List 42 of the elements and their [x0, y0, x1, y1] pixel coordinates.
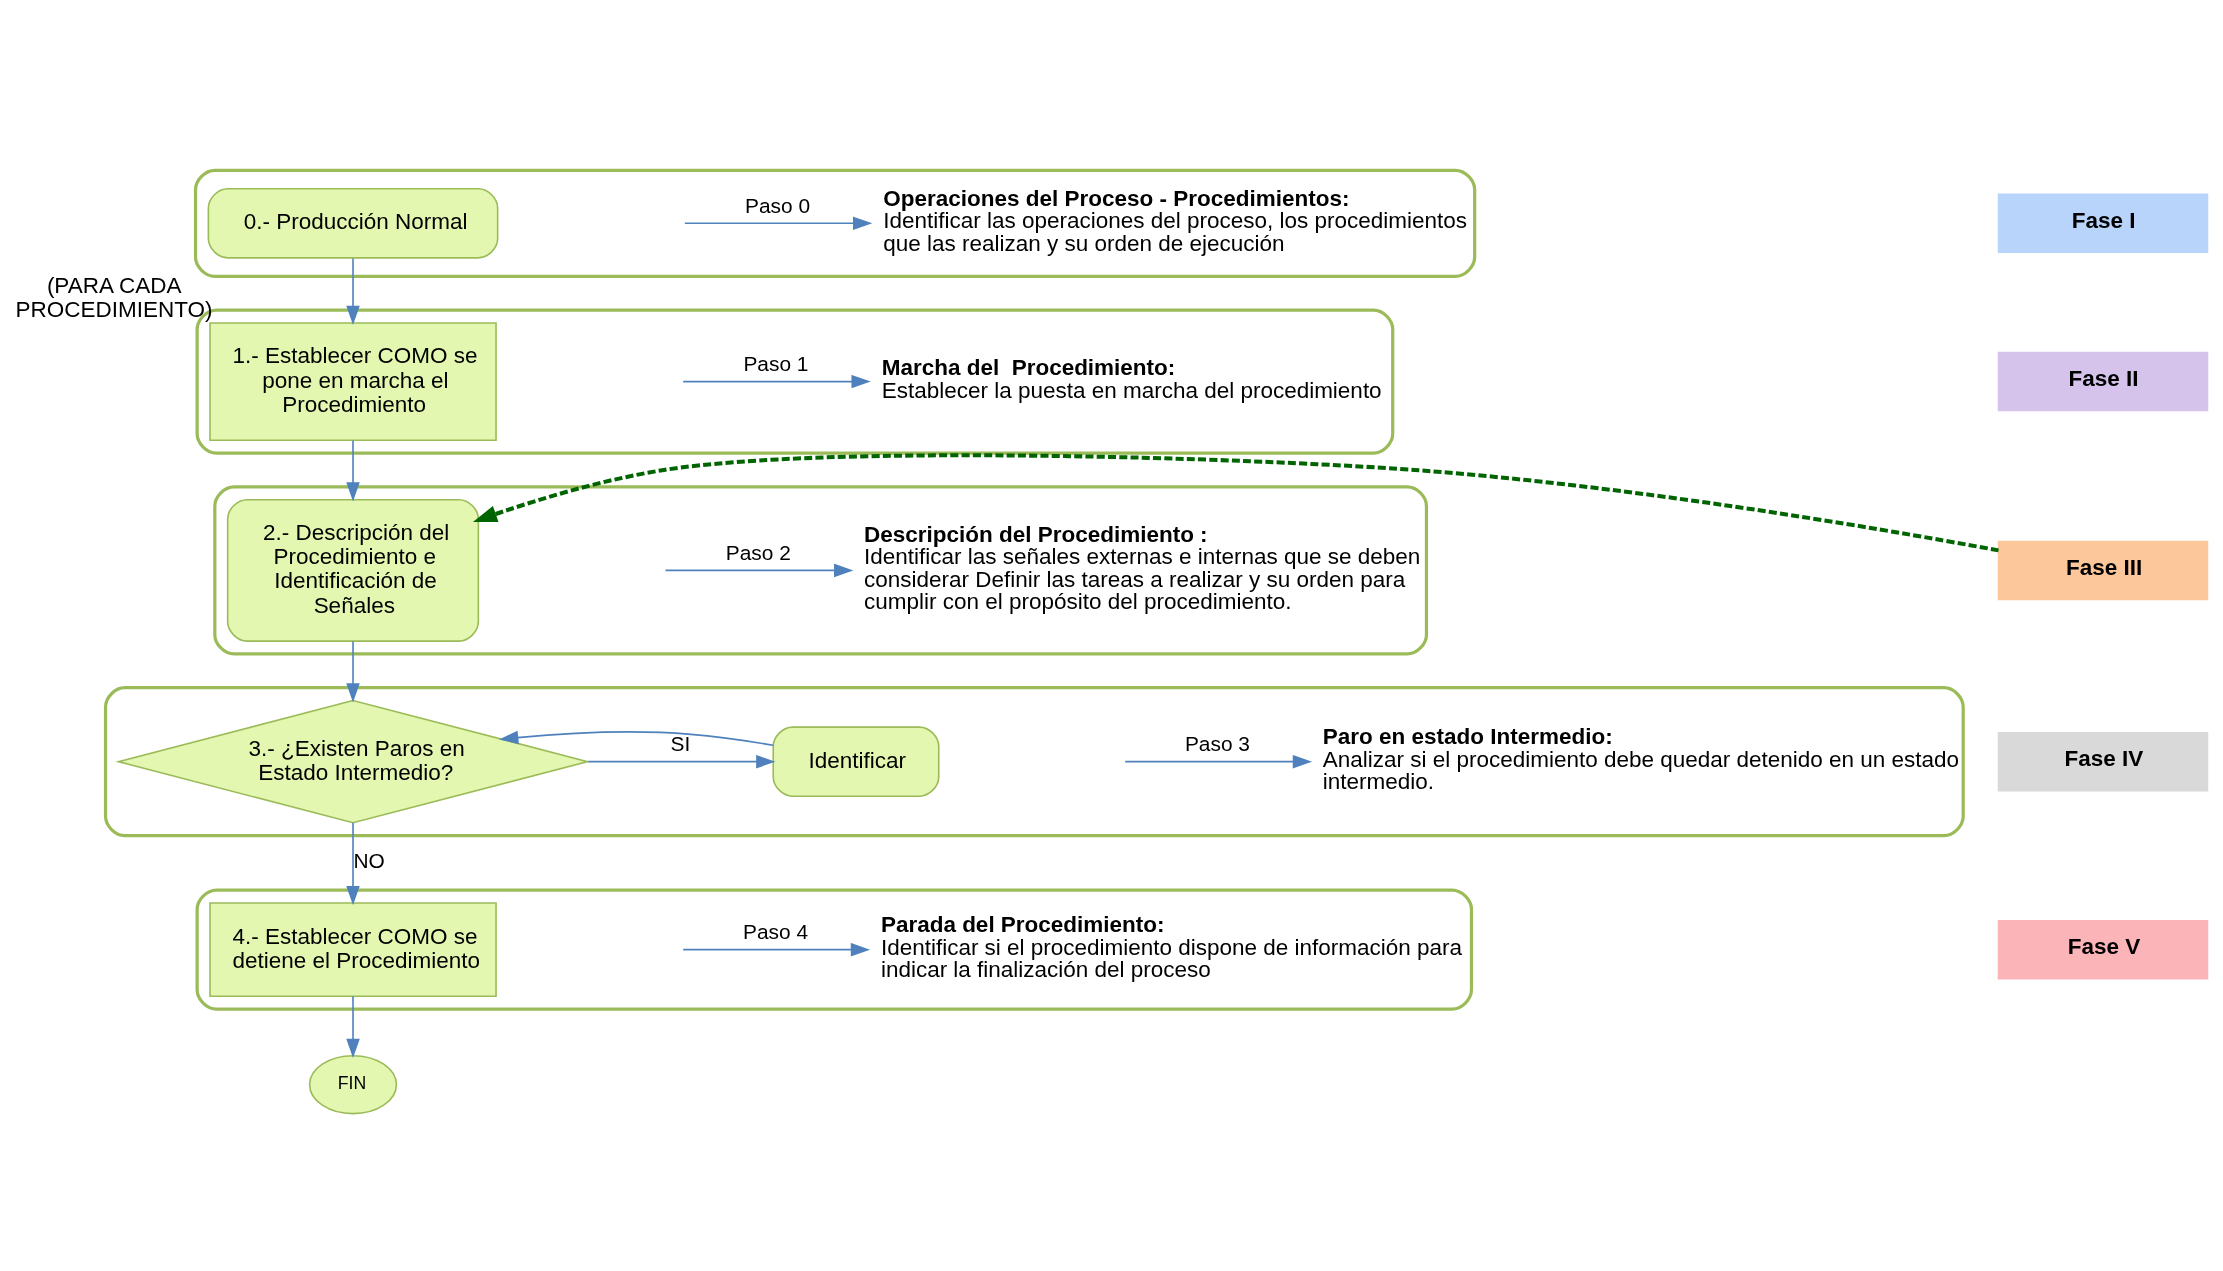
node-label: (PARA CADA PROCEDIMIENTO) — [15, 272, 213, 322]
node-ellipse: FIN — [308, 1054, 398, 1115]
node-box: Fase I — [1997, 193, 2209, 254]
node-box: Identificar — [772, 726, 940, 797]
node-box: 4.- Establecer COMO se detiene el Procedimiento — [209, 902, 497, 998]
node-box: Fase II — [1997, 351, 2209, 412]
edge-label: Paso 0 — [745, 193, 811, 217]
edge-label: Paso 1 — [743, 351, 809, 375]
cluster — [195, 888, 1474, 1011]
arrow — [346, 821, 360, 906]
edge-label: Paso 2 — [725, 540, 791, 564]
arrow — [1124, 754, 1313, 769]
node-text: Parada del Procedimiento: Identificar si el procedimiento dispone de información para indicar la finalización del proceso — [880, 912, 1463, 983]
arrow — [346, 995, 360, 1059]
arrow — [682, 942, 871, 957]
arrow — [587, 754, 776, 769]
node-text: Operaciones del Proceso - Procedimientos: Identificar las operaciones del proceso, los procedimientos que las realizan y su orden de ejecución — [883, 185, 1467, 256]
node-text: Descripción del Procedimiento : Identificar las señales externas e internas que se deben considerar Definir las tareas a realizar y su orden para cumplir con el propósito del procedimiento. — [864, 521, 1421, 615]
cluster — [193, 168, 1477, 278]
node-box: 2.- Descripción del Procedimiento e Identificación de Señales — [226, 498, 480, 642]
arrow — [346, 640, 360, 703]
arrow — [664, 563, 854, 578]
node-text: Paro en estado Intermedio: Analizar si el procedimiento debe quedar detenido en un estado intermedio. — [1322, 724, 1960, 795]
cluster — [103, 686, 1965, 838]
arrow — [499, 730, 774, 747]
arrow — [682, 374, 871, 389]
node-box: 1.- Establecer COMO se pone en marcha el Procedimiento — [209, 322, 497, 442]
arrow — [684, 216, 873, 231]
arrow — [346, 439, 360, 502]
edge-label: NO — [353, 849, 385, 873]
node-box: Fase III — [1997, 540, 2209, 601]
arrow — [346, 257, 360, 326]
node-diamond: 3.- ¿Existen Paros en Estado Intermedio? — [115, 699, 591, 824]
edge-label: SI — [670, 732, 691, 756]
node-box: Fase V — [1997, 919, 2209, 980]
edge-label: Paso 3 — [1184, 732, 1250, 756]
node-text: Marcha del Procedimiento: Establecer la puesta en marcha del procedimiento — [881, 355, 1382, 403]
node-box: 0.- Producción Normal — [207, 187, 499, 259]
node-box: Fase IV — [1997, 731, 2209, 792]
cluster — [213, 485, 1429, 656]
edge-label: Paso 4 — [743, 920, 809, 944]
arrow — [472, 453, 1999, 553]
